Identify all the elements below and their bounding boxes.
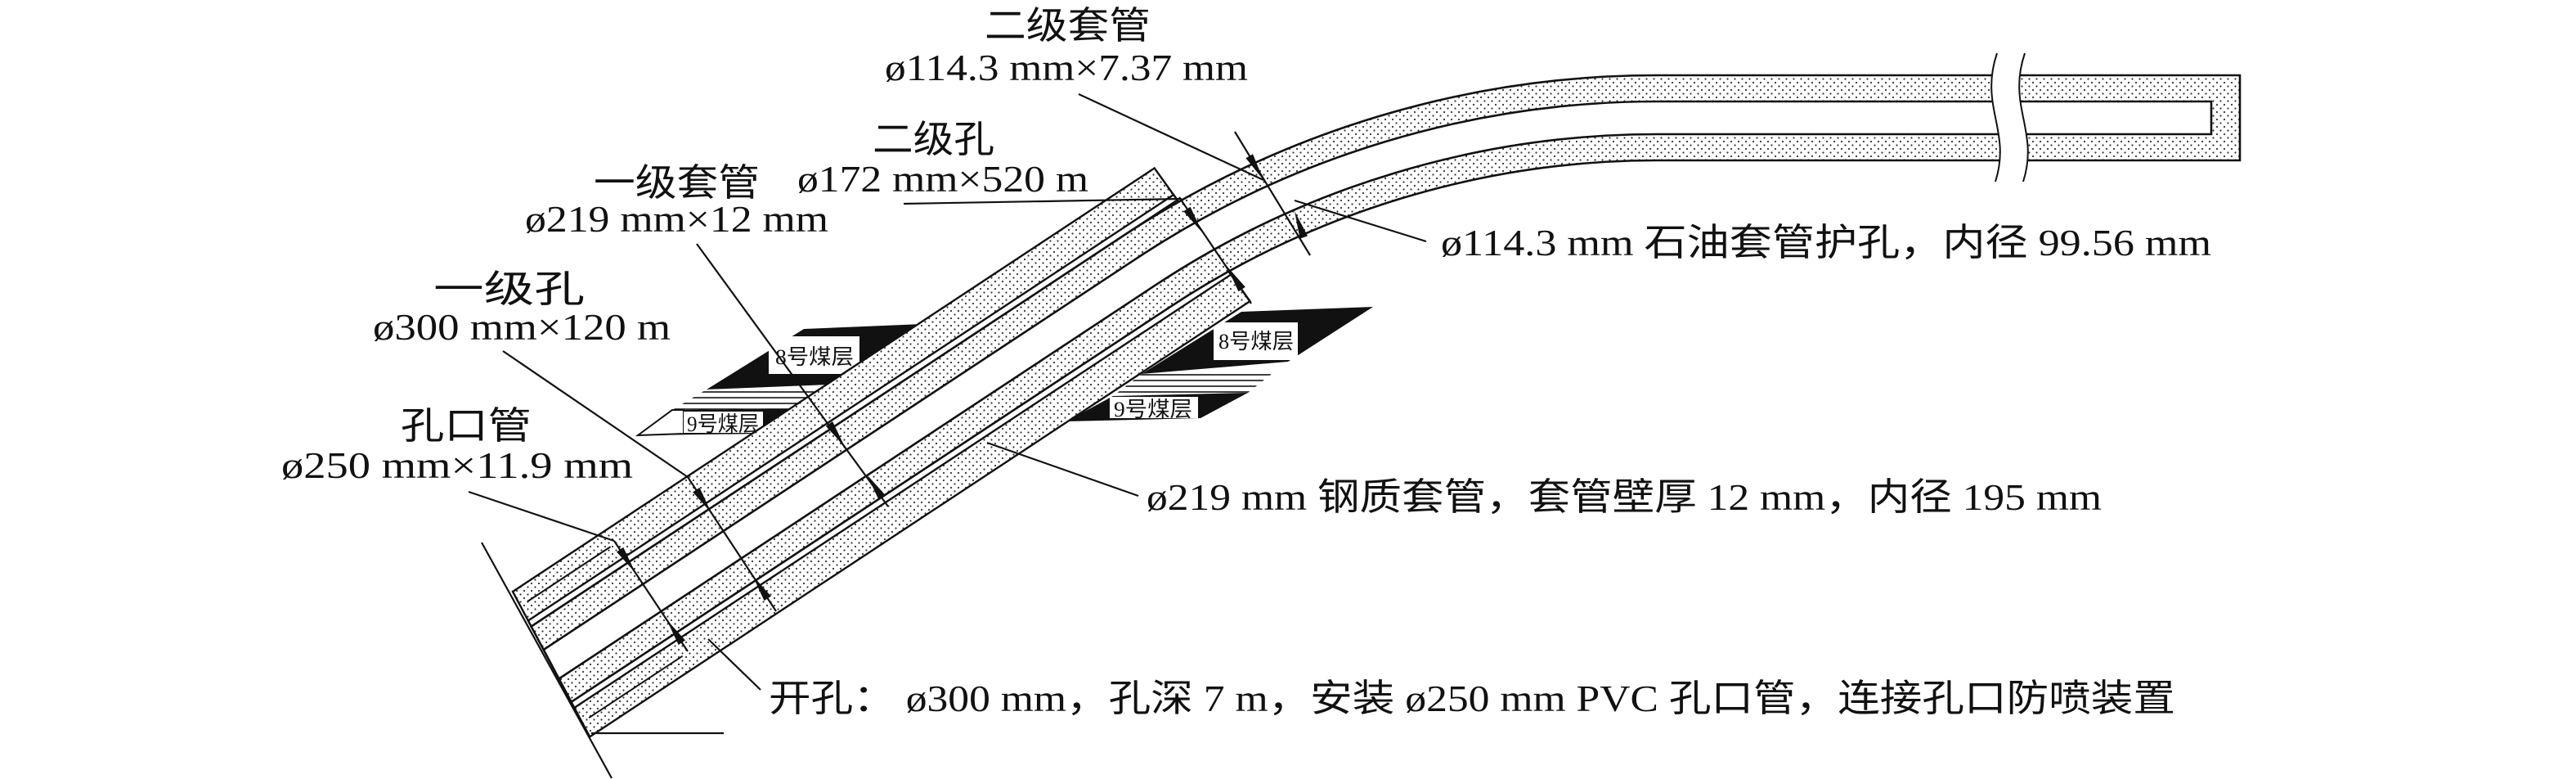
opening-note: 开孔： ø300 mm，孔深 7 m，安装 ø250 mm PVC 孔口管，连接… [769, 678, 2175, 719]
dimension-arrows [617, 154, 1308, 646]
leader-orifice-pipe [468, 490, 615, 543]
steel-casing-note: ø219 mm 钢质套管，套管壁厚 12 mm，内径 195 mm [1147, 476, 2102, 518]
oil-casing-bore [541, 100, 2213, 681]
oil-casing-note: ø114.3 mm 石油套管护孔，内径 99.56 mm [1441, 222, 2211, 263]
coal-seam-8-left-label-box [769, 336, 859, 374]
leader-second-hole [903, 197, 1183, 205]
first-casing-wall-upper [527, 193, 1179, 628]
leader-first-casing [696, 243, 889, 507]
borehole-casing-structure [511, 52, 2242, 739]
coal-seam-9-right-label-box [1110, 397, 1198, 418]
arrow-second-hole-top [1183, 206, 1202, 232]
orifice-pipe-spec: ø250 mm×11.9 mm [281, 444, 633, 486]
second-casing-title: 二级套管 [985, 5, 1151, 47]
coal-seam-9-left-wedge [635, 409, 684, 437]
orifice-pipe-line-upper [527, 546, 612, 603]
leader-second-casing [1078, 93, 1264, 181]
leader-first-hole [502, 350, 689, 478]
coal-seam-8-right-label-box [1214, 322, 1298, 360]
coal-seam-right: 8号煤层 9号煤层 [1066, 307, 1373, 421]
first-hole-title: 一级孔 [433, 268, 585, 310]
arrow-first-casing-top [825, 421, 845, 447]
first-casing-spec: ø219 mm×12 mm [525, 198, 828, 240]
break-line-right [2018, 52, 2029, 182]
arrow-first-hole-bottom [752, 575, 771, 601]
arrow-first-hole-top [693, 487, 711, 513]
orifice-pipe-line-lower [588, 655, 684, 719]
coal-seam-stripes-right [1113, 371, 1276, 396]
second-hole-spec: ø172 mm×520 m [797, 158, 1088, 200]
coal-seam-9-left-label-box [684, 412, 763, 433]
coal-seam-8-left-label: 8号煤层 [775, 345, 854, 369]
arrow-first-casing-bottom [867, 475, 886, 501]
leader-steel-casing [986, 441, 1139, 498]
arrow-orifice-bottom [666, 619, 685, 646]
coal-seam-8-right-label: 8号煤层 [1218, 330, 1294, 353]
second-hole-title: 二级孔 [873, 119, 994, 160]
coal-seam-stripes-left [672, 387, 828, 410]
break-line-left [1990, 52, 2001, 182]
orifice-pipe-title: 孔口管 [401, 405, 532, 447]
arrow-second-casing-bottom [1295, 211, 1308, 239]
first-casing-title: 一级套管 [594, 162, 760, 204]
leader-oil-casing [1294, 199, 1427, 243]
second-casing-spec: ø114.3 mm×7.37 mm [885, 47, 1248, 88]
arrow-second-hole-bottom [1227, 266, 1245, 292]
arrow-second-casing-top [1245, 154, 1263, 180]
coal-seam-9-left-label: 9号煤层 [687, 412, 759, 436]
arrow-orifice-top [617, 547, 635, 573]
first-hole-spec: ø300 mm×120 m [373, 306, 671, 348]
roadway-wall-line [481, 542, 613, 779]
coal-seam-9-right-label: 9号煤层 [1114, 398, 1192, 421]
dim-second-casing [1234, 131, 1311, 256]
coal-seam-left: 8号煤层 9号煤层 [635, 324, 922, 437]
leader-opening [707, 638, 761, 691]
